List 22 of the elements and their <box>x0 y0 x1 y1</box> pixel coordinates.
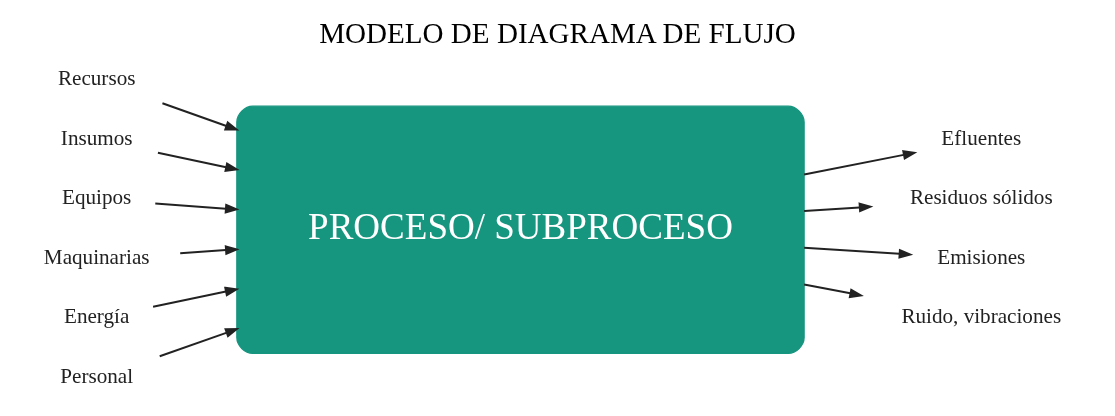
arrow <box>803 202 874 213</box>
arrow <box>156 151 240 173</box>
arrow <box>161 102 240 131</box>
arrow <box>803 246 914 259</box>
node-box: PROCESO/ SUBPROCESO <box>236 105 805 355</box>
arrow <box>803 283 864 299</box>
node-text: Recursos <box>57 66 136 91</box>
node-text: Insumos <box>60 125 133 150</box>
node-text: Residuos sólidos <box>909 185 1053 210</box>
arrow <box>154 202 240 214</box>
arrow <box>158 328 240 358</box>
node-text: Energía <box>64 304 130 329</box>
node-text: Personal <box>60 363 134 388</box>
node-text: Efluentes <box>941 125 1022 150</box>
arrow <box>803 150 918 176</box>
diagram-title: MODELO DE DIAGRAMA DE FLUJO <box>319 16 796 49</box>
node-text: Equipos <box>62 185 132 210</box>
node-text: Emisiones <box>937 244 1026 269</box>
node-text: Maquinarias <box>43 244 150 269</box>
arrow <box>152 286 240 308</box>
node-text: Ruido, vibraciones <box>901 304 1062 329</box>
arrow <box>179 245 240 256</box>
